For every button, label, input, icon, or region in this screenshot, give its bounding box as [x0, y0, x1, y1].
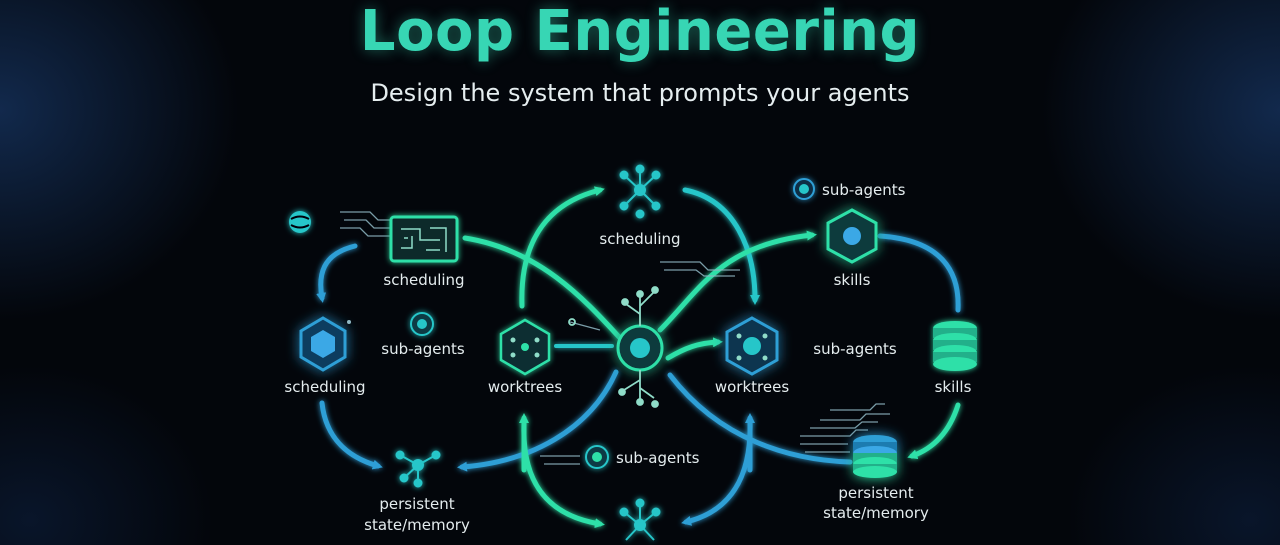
swirl-icon [289, 211, 311, 233]
label-sub-agents-right: sub-agents [813, 340, 897, 358]
node-skills-right: skills [933, 321, 977, 396]
arrow-scheduling-to-hexagon [316, 243, 358, 303]
arrow-board-to-hub [462, 235, 623, 341]
arrow-hub-to-skills [657, 230, 817, 333]
database-icon [853, 435, 897, 478]
label-sub-agents-left: sub-agents [381, 340, 465, 358]
arrow-scheduling-to-worktrees [682, 187, 760, 305]
hexagon-network-icon [499, 318, 551, 376]
node-sub-agents-left: sub-agents [381, 312, 465, 358]
circuit-traces [340, 211, 890, 465]
network-icon [619, 498, 661, 541]
database-icon [933, 321, 977, 371]
hub-branches-icon [568, 286, 659, 408]
connector-hub-memory-right [667, 372, 853, 465]
node-persistent-right: persistent state/memory [823, 435, 929, 522]
page-title: Loop Engineering [359, 0, 921, 64]
node-hub [568, 286, 664, 408]
node-scheduling-top: scheduling [599, 164, 681, 248]
arrow-worktrees-to-scheduling [519, 186, 605, 309]
hexagon-icon [299, 316, 347, 372]
label-worktrees-right: worktrees [715, 378, 789, 396]
network-icon [619, 164, 661, 219]
dot-icon [793, 178, 815, 200]
label-worktrees-left: worktrees [488, 378, 562, 396]
label-persistent-left-2: state/memory [364, 516, 470, 534]
circuit-board-icon [389, 215, 459, 263]
node-scheduling-left: scheduling [284, 316, 366, 396]
label-scheduling-top: scheduling [599, 230, 680, 248]
hexagon-network-icon [725, 316, 779, 376]
label-persistent-left-1: persistent [379, 495, 454, 513]
label-sub-agents-bottom: sub-agents [616, 449, 700, 467]
node-skills-top: skills [826, 208, 878, 289]
arrow-skills-to-memory [907, 402, 961, 460]
node-worktrees-right: worktrees [715, 316, 789, 396]
connector-skills-loop [877, 233, 961, 313]
small-dot-icon [347, 320, 351, 324]
dot-icon [585, 445, 609, 469]
dot-icon [410, 312, 434, 336]
label-sub-agents-top-right: sub-agents [822, 181, 906, 199]
label-skills-right: skills [935, 378, 972, 396]
node-scheduling-left-top: scheduling [383, 215, 465, 289]
node-sub-agents-top-right: sub-agents [793, 178, 906, 200]
arrow-scheduling-to-memory [319, 400, 383, 470]
node-sub-agents-right: sub-agents [813, 340, 897, 358]
hub-icon [616, 324, 664, 372]
node-sub-agents-bottom: sub-agents [585, 445, 700, 469]
network-icon [395, 450, 441, 488]
label-scheduling-left-top: scheduling [383, 271, 464, 289]
label-skills-top: skills [834, 271, 871, 289]
arrow-hub-to-worktrees [665, 337, 723, 361]
label-scheduling-left: scheduling [284, 378, 365, 396]
node-persistent-left: persistent state/memory [364, 450, 470, 534]
node-worktrees-left: worktrees [488, 318, 562, 396]
label-persistent-right-2: state/memory [823, 504, 929, 522]
arrow-bottom-loop-left [521, 421, 605, 529]
label-persistent-right-1: persistent [838, 484, 913, 502]
page-subtitle: Design the system that prompts your agen… [370, 79, 910, 107]
arrow-hub-to-memory [457, 369, 619, 472]
loop-connectors [316, 186, 961, 529]
hexagon-icon [826, 208, 878, 264]
